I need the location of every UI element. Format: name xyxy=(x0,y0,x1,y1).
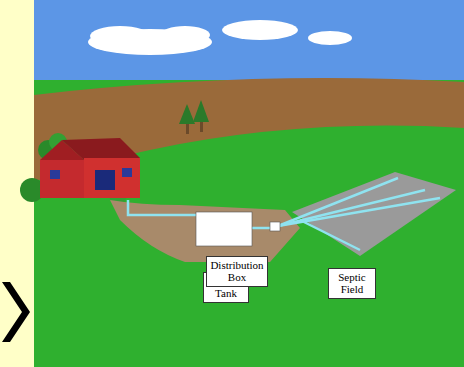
drain-field xyxy=(292,172,456,256)
part-label: Septic Field xyxy=(332,271,372,295)
trees xyxy=(20,100,209,204)
arrow-mark xyxy=(2,282,30,342)
label-box: Distribution Box xyxy=(206,256,268,287)
label-box: Septic Field xyxy=(328,268,376,299)
excavation xyxy=(110,200,300,262)
part-label: Distribution Box xyxy=(210,259,264,283)
house xyxy=(40,138,140,198)
septic-tank xyxy=(196,212,252,246)
distribution-box xyxy=(270,222,280,231)
pipes xyxy=(128,178,440,250)
clouds xyxy=(88,20,352,55)
